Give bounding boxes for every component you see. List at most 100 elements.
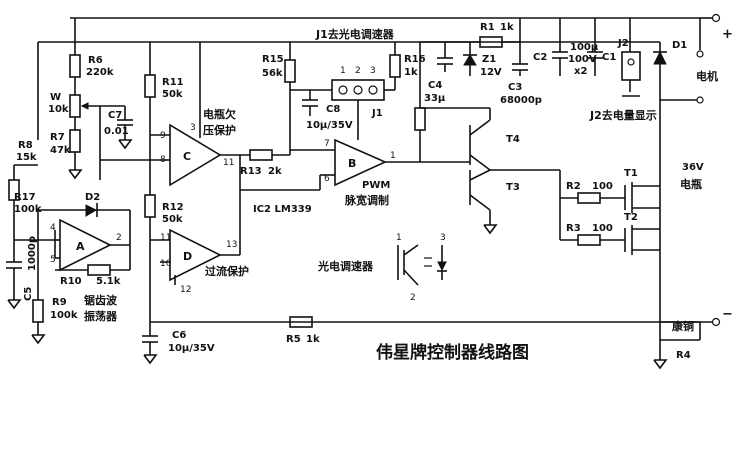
battery-under-label: 电瓶欠 [203,107,237,121]
opamp-c [169,123,222,187]
r15-value: 56k [262,68,283,79]
r8-value: 15k [16,152,37,163]
opamp-b-label: B [348,157,356,170]
r5-label: R5 [286,334,301,345]
r7-label: R7 [50,132,65,143]
w-label: W [50,92,61,103]
c6-label: C6 [172,330,186,341]
j2-label: J2 [617,38,629,49]
negative-terminal [711,317,721,327]
r16-label: R16 [404,54,426,65]
battery-label: 电瓶 [680,177,702,191]
d1-diode [653,42,667,100]
r10-value: 5.1k [96,276,121,287]
pwm-cn-label: 脉宽调制 [344,193,389,207]
r15-label: R15 [262,54,284,65]
pin-3: 3 [190,123,196,133]
sawtooth-label: 锯齿波 [84,293,118,307]
d2-diode [85,203,98,217]
photo-pin3: 3 [440,233,446,243]
z1-label: Z1 [482,54,496,65]
c1-label: C1 [602,52,616,63]
r1-value: 1k [500,22,514,33]
j1-pin2: 2 [355,66,361,76]
j1-label: J1 [371,108,383,119]
pin-6: 6 [324,174,330,184]
c4-label: C4 [428,80,442,91]
battery-under-label2: 压保护 [203,123,236,137]
pwm-label: PWM [362,180,390,191]
c5-value: 1000p [27,236,38,271]
z1-value: 12V [480,67,502,78]
c1-capacitor [587,18,603,76]
c3-label: C3 [508,82,522,93]
r5-value: 1k [306,334,320,345]
c7-label: C7 [108,110,122,121]
t3-transistor [469,169,498,235]
r12-value: 50k [162,214,183,225]
c2-capacitor [552,18,568,76]
photo-pin2: 2 [410,293,416,303]
r11-value: 50k [162,89,183,100]
j1-header-label: J1去光电调速器 [315,27,395,41]
c4-capacitor [437,42,453,72]
r7-resistor [68,117,83,180]
c5-label: C5 [23,287,34,301]
r10-label: R10 [60,276,82,287]
r2-resistor [559,170,625,240]
c7-capacitor [100,105,133,150]
battery-voltage-label: 36V [682,162,704,173]
pin-5: 5 [50,255,56,265]
r17-label: R17 [14,192,36,203]
r4-label: R4 [676,350,691,361]
pin-1: 1 [390,151,396,161]
r3-label: R3 [566,223,581,234]
opamp-c-label: C [183,150,191,163]
r9-value: 100k [50,310,78,321]
r12-label: R12 [162,202,184,213]
opamp-a-label: A [76,240,85,253]
c7-value: 0.01 [104,126,129,137]
w-potentiometer [69,94,101,180]
r3-resistor [560,234,625,246]
kangtong-label: 康铜 [672,319,694,333]
r-pullup [414,107,426,131]
r5-resistor [289,316,313,328]
r16-resistor [389,42,401,90]
motor-terminal-top [696,50,704,58]
pin-2: 2 [116,233,122,243]
photo-controller-label: 光电调速器 [317,259,374,273]
t4-label: T4 [506,134,520,145]
j1-connector [331,79,385,101]
opamp-a [59,218,112,272]
motor-terminal-bottom [696,96,704,104]
c3-capacitor [512,42,528,76]
positive-terminal-label: + [722,27,733,42]
photo-pin1: 1 [396,233,402,243]
photo-speed-controller-symbol [397,244,447,286]
opamp-b [334,138,387,187]
pin-7: 7 [324,139,330,149]
pin-12: 12 [180,285,191,295]
r16-value: 1k [404,67,418,78]
opamp-d [169,228,222,282]
t4-transistor [420,107,491,171]
z1-zener [463,42,477,76]
t2-mosfet [624,225,660,255]
r7-value: 47k [50,145,71,156]
negative-terminal-label: − [722,307,733,322]
j1-pin3: 3 [370,66,376,76]
oscillator-label: 振荡器 [84,309,118,323]
r2-label: R2 [566,181,581,192]
r13-value: 2k [268,166,282,177]
t3-label: T3 [506,182,520,193]
r1-label: R1 [480,22,495,33]
r9-resistor [31,210,46,345]
c8-label: C8 [326,104,340,115]
motor-label: 电机 [696,69,718,83]
r17-resistor [8,164,38,240]
r3-value: 100 [592,223,613,234]
r4-shunt [653,322,701,370]
r11-resistor [144,42,156,195]
c2-value3: x2 [574,66,587,77]
